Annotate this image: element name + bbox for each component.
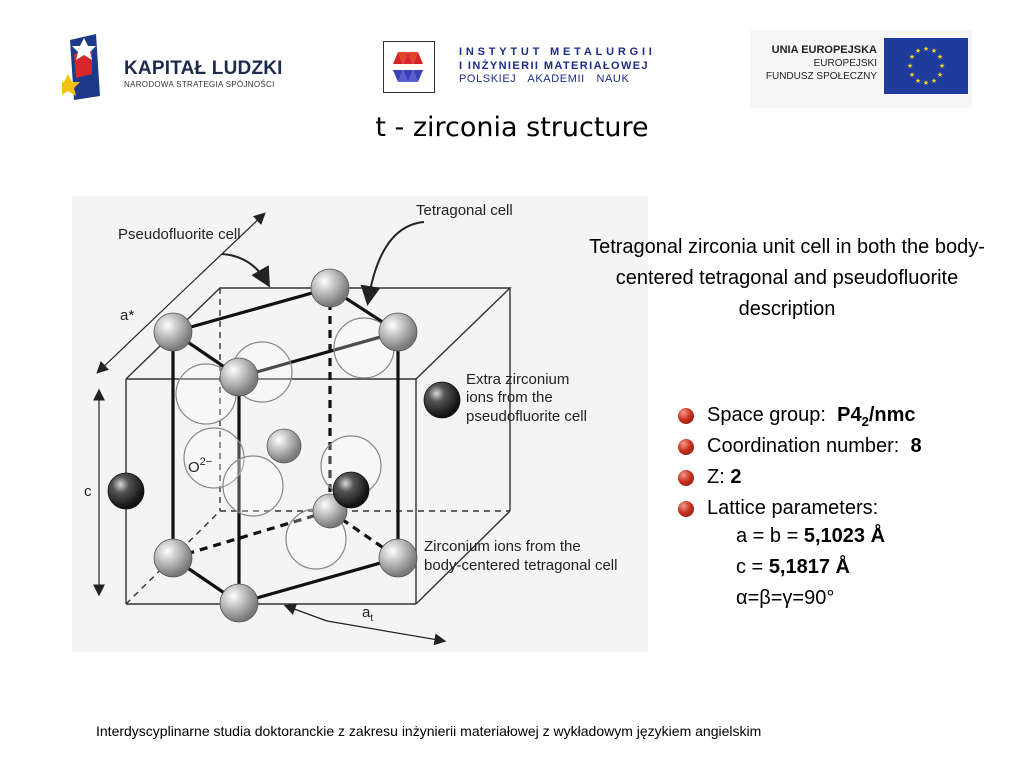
- bullet-icon: [678, 439, 694, 455]
- list-item-lattice: Lattice parameters:: [676, 493, 1006, 524]
- kapital-ludzki-logo: [56, 30, 292, 105]
- bullet-icon: [678, 470, 694, 486]
- list-item-coordination: Coordination number: 8: [676, 431, 1006, 462]
- label-zr-line1: Zirconium ions from the: [424, 538, 581, 555]
- svg-text:★: ★: [909, 71, 915, 79]
- bullet-icon: [678, 408, 694, 424]
- zirconia-unit-cell-diagram: Pseudofluorite cell Tetragonal cell a* c…: [72, 196, 648, 652]
- space-group-value: P42/nmc: [837, 404, 916, 429]
- lattice-c: c = 5,1817 Å: [736, 556, 850, 578]
- coordination-value: 8: [910, 435, 922, 457]
- label-extra-zr-line1: Extra zirconium: [466, 371, 569, 388]
- svg-text:★: ★: [923, 45, 929, 53]
- slide-title: t - zirconia structure: [375, 112, 649, 143]
- zirconium-ions: [153, 268, 418, 623]
- label-zr-line2: body-centered tetragonal cell: [424, 557, 617, 574]
- svg-text:★: ★: [907, 62, 913, 70]
- label-pseudofluorite-cell: Pseudofluorite cell: [118, 226, 241, 243]
- extra-zirconium-ions: [107, 381, 461, 510]
- bullet-icon: [678, 501, 694, 517]
- properties-list: Space group: P42/nmc Coordination number…: [676, 400, 1006, 524]
- svg-text:★: ★: [937, 71, 943, 79]
- institute-name-line1: INSTYTUT METALURGII: [459, 46, 656, 58]
- lattice-ab: a = b = 5,1023 Å: [736, 525, 886, 547]
- institute-logo: [383, 41, 435, 93]
- kapital-ludzki-emblem-icon: [56, 34, 100, 100]
- label-extra-zr-line3: pseudofluorite cell: [466, 408, 587, 425]
- eu-line2: EUROPEJSKI: [813, 58, 877, 69]
- diagram-caption: Tetragonal zirconia unit cell in both th…: [589, 236, 985, 320]
- eu-flag-icon: ★ ★ ★ ★ ★ ★ ★ ★ ★ ★ ★ ★: [884, 38, 968, 94]
- lattice-parameters: a = b = 5,1023 Å c = 5,1817 Å α=β=γ=90°: [736, 521, 885, 614]
- z-label: Z:: [707, 466, 725, 488]
- svg-text:★: ★: [939, 62, 945, 70]
- lattice-label: Lattice parameters:: [707, 497, 879, 519]
- list-item-z: Z: 2: [676, 462, 1006, 493]
- institute-name-line2: I INŻYNIERII MATERIAŁOWEJ: [459, 60, 650, 72]
- label-oxygen: O2−: [188, 456, 212, 476]
- svg-text:★: ★: [931, 47, 937, 55]
- tetragonal-cell: [171, 286, 402, 605]
- z-value: 2: [730, 466, 742, 488]
- svg-text:★: ★: [923, 79, 929, 87]
- svg-text:★: ★: [915, 77, 921, 85]
- label-tetragonal-cell: Tetragonal cell: [416, 202, 513, 219]
- svg-text:★: ★: [931, 77, 937, 85]
- eu-line3: FUNDUSZ SPOŁECZNY: [765, 71, 877, 82]
- coordination-label: Coordination number:: [707, 435, 900, 457]
- eu-line1: UNIA EUROPEJSKA: [771, 44, 877, 56]
- space-group-label: Space group:: [707, 404, 826, 426]
- label-a-star: a*: [120, 307, 134, 324]
- svg-text:★: ★: [915, 47, 921, 55]
- institute-name-line3: POLSKIEJ AKADEMII NAUK: [459, 73, 630, 85]
- label-at: at: [362, 604, 373, 624]
- dimension-arrows: [93, 212, 447, 646]
- kapital-ludzki-subtitle: NARODOWA STRATEGIA SPÓJNOŚCI: [124, 80, 275, 89]
- lattice-angles: α=β=γ=90°: [736, 587, 835, 609]
- institute-emblem-icon: [393, 52, 423, 82]
- label-c: c: [84, 483, 92, 500]
- list-item-space-group: Space group: P42/nmc: [676, 400, 1006, 431]
- svg-text:★: ★: [909, 53, 915, 61]
- kapital-ludzki-title: KAPITAŁ LUDZKI: [124, 58, 283, 79]
- footer-text: Interdyscyplinarne studia doktoranckie z…: [96, 723, 762, 739]
- svg-text:★: ★: [937, 53, 943, 61]
- label-extra-zr-line2: ions from the: [466, 389, 553, 406]
